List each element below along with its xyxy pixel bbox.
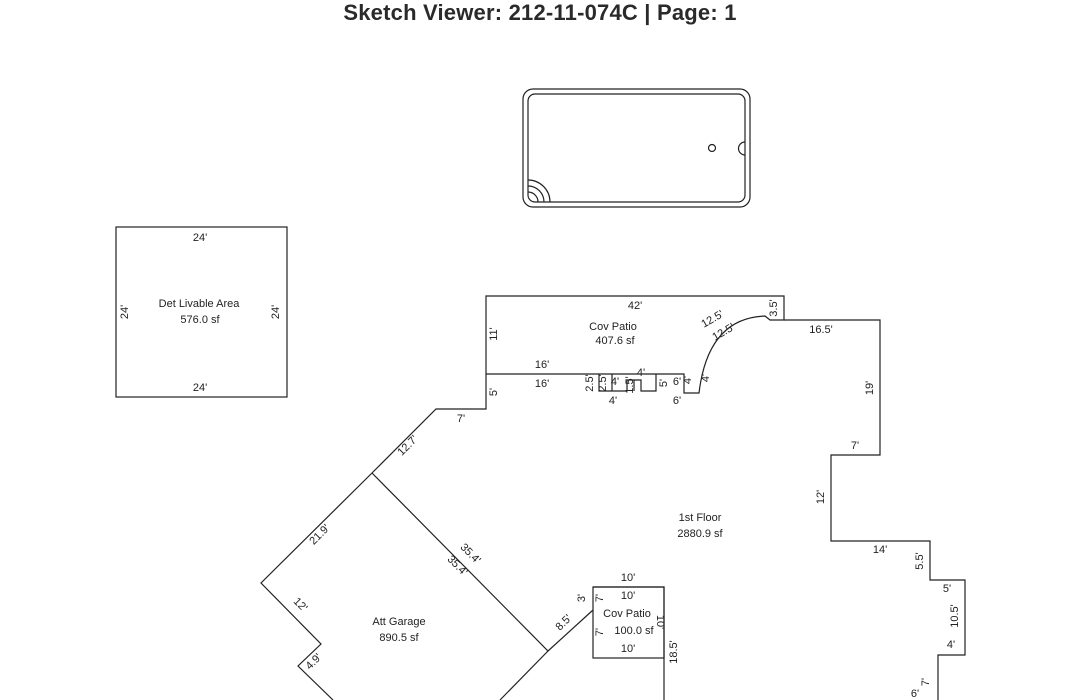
dim-ff-right-2: 12' [815, 490, 827, 504]
dim-ff-left-1: 5' [488, 388, 500, 396]
cov-patio-top-outline [485, 295, 785, 394]
label-cov-patio-top-size: 407.6 sf [595, 335, 635, 347]
dim-det-right: 24' [270, 305, 282, 319]
label-cov-patio-bottom-name: Cov Patio [603, 608, 651, 620]
pool [522, 88, 751, 208]
dim-ff-right-3: 5.5' [914, 552, 926, 569]
pool-inner-edge [527, 93, 746, 203]
dim-notch-g: 5' [658, 379, 670, 387]
dim-garage-step: 12' [291, 596, 310, 615]
dim-cp2-left-c: 7' [594, 628, 606, 636]
dim-cp2-right: 10' [654, 615, 666, 629]
dim-det-left: 24' [119, 305, 131, 319]
dim-det-top: 24' [193, 232, 207, 244]
dim-patio-left: 11' [488, 327, 500, 341]
dim-ff-right-4: 10.5' [949, 604, 961, 628]
dim-notch-d: 4' [609, 395, 617, 407]
dim-ff-right-5: 7' [920, 678, 932, 686]
dim-notch-h: 6' [673, 376, 681, 388]
dim-notch-j: 6' [673, 395, 681, 407]
dim-garage-low: 4.9' [303, 651, 324, 672]
dim-cp2-bottom: 10' [621, 643, 635, 655]
dim-lower-right: 18.5' [668, 640, 680, 664]
dim-notch-f: 4' [637, 367, 645, 379]
pool-steps [527, 179, 551, 203]
dim-notch-k: 4' [700, 374, 712, 382]
dim-ff-step-3: 5' [943, 583, 951, 595]
dim-notch-e: 1.5' [624, 376, 636, 393]
dim-cp2-top-inner: 10' [621, 590, 635, 602]
page-title: Sketch Viewer: 212-11-074C | Page: 1 [343, 0, 737, 25]
first-floor-outline [260, 319, 966, 700]
cov-patio-bottom-outline [592, 586, 665, 659]
dim-ff-right-1: 19' [864, 381, 876, 395]
dim-diag-upper: 12.7' [395, 433, 420, 458]
dim-notch-c: 4' [611, 376, 619, 388]
label-att-garage-size: 890.5 sf [379, 632, 419, 644]
label-det-livable-size: 576.0 sf [180, 314, 220, 326]
dim-garage-left: 21.9' [307, 522, 332, 547]
patio-notch-detail [598, 374, 657, 392]
label-cov-patio-top-name: Cov Patio [589, 321, 637, 333]
label-first-floor-name: 1st Floor [679, 512, 722, 524]
label-first-floor-size: 2880.9 sf [677, 528, 723, 540]
dim-ff-top: 16.5' [809, 324, 833, 336]
dim-patio-bottom-under: 16' [535, 378, 549, 390]
dim-patio-right: 3.5' [768, 299, 780, 316]
dim-patio-bottom-top: 16' [535, 359, 549, 371]
dim-ff-step-4: 4' [947, 639, 955, 651]
dim-patio-top: 42' [628, 300, 642, 312]
dim-ff-step-5: 6' [911, 688, 919, 700]
dim-cp2-left-b: 7' [594, 594, 606, 602]
dim-ff-left-step: 7' [457, 413, 465, 425]
pool-drain [707, 143, 717, 153]
dim-ff-step-1: 7' [851, 440, 859, 452]
label-cov-patio-bottom-size: 100.0 sf [614, 625, 654, 637]
garage-lower-edge [499, 650, 549, 700]
dim-det-bottom: 24' [193, 382, 207, 394]
label-det-livable-name: Det Livable Area [159, 298, 241, 310]
dim-notch-i: 4' [682, 376, 694, 384]
dim-notch-a: 2.5' [584, 374, 596, 391]
det-livable-area-outline [115, 226, 288, 398]
pool-light [737, 141, 746, 156]
dim-ff-step-2: 14' [873, 544, 887, 556]
dim-cp2-left-a: 3' [576, 594, 588, 602]
pool-outer-edge [522, 88, 751, 208]
dim-notch-b: 2.5' [597, 374, 609, 391]
label-att-garage-name: Att Garage [372, 616, 425, 628]
dim-cp2-top-outer: 10' [621, 572, 635, 584]
